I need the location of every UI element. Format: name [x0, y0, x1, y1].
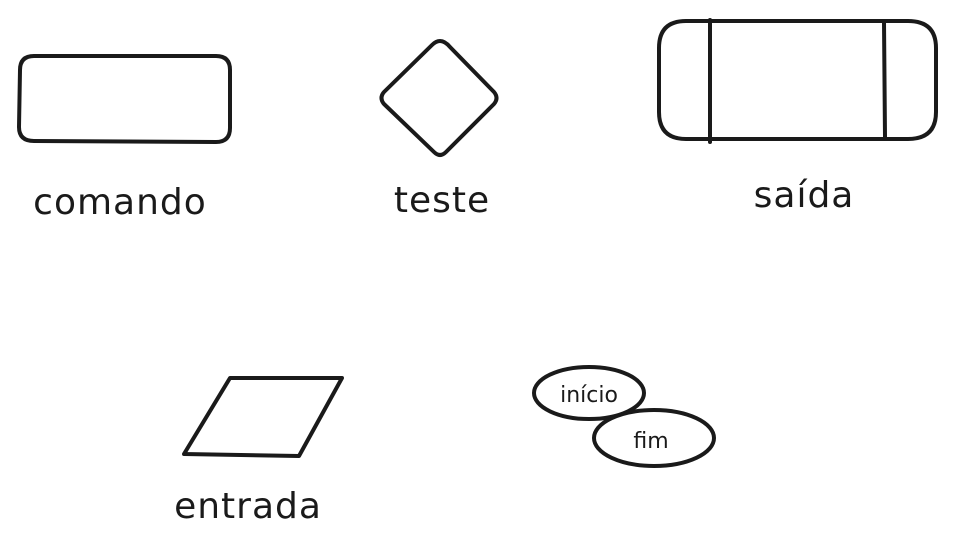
output-label: saída: [754, 175, 855, 216]
end-label: fim: [633, 429, 668, 454]
input-parallelogram: [182, 376, 344, 458]
terminator-shape-group: início fim: [532, 365, 716, 468]
input-shape-group: entrada: [174, 376, 344, 527]
command-label: comando: [33, 182, 207, 223]
test-shape-group: teste: [379, 39, 499, 221]
command-rectangle: [17, 54, 232, 144]
output-shape-group: saída: [657, 18, 938, 216]
end-ellipse: [592, 408, 716, 468]
test-diamond: [379, 39, 499, 157]
command-shape-group: comando: [17, 54, 232, 223]
output-rectangle: [657, 19, 938, 141]
start-label: início: [560, 383, 618, 408]
start-ellipse: [532, 365, 646, 421]
input-label: entrada: [174, 486, 322, 527]
output-right-bar: [882, 20, 887, 139]
test-label: teste: [394, 180, 490, 221]
